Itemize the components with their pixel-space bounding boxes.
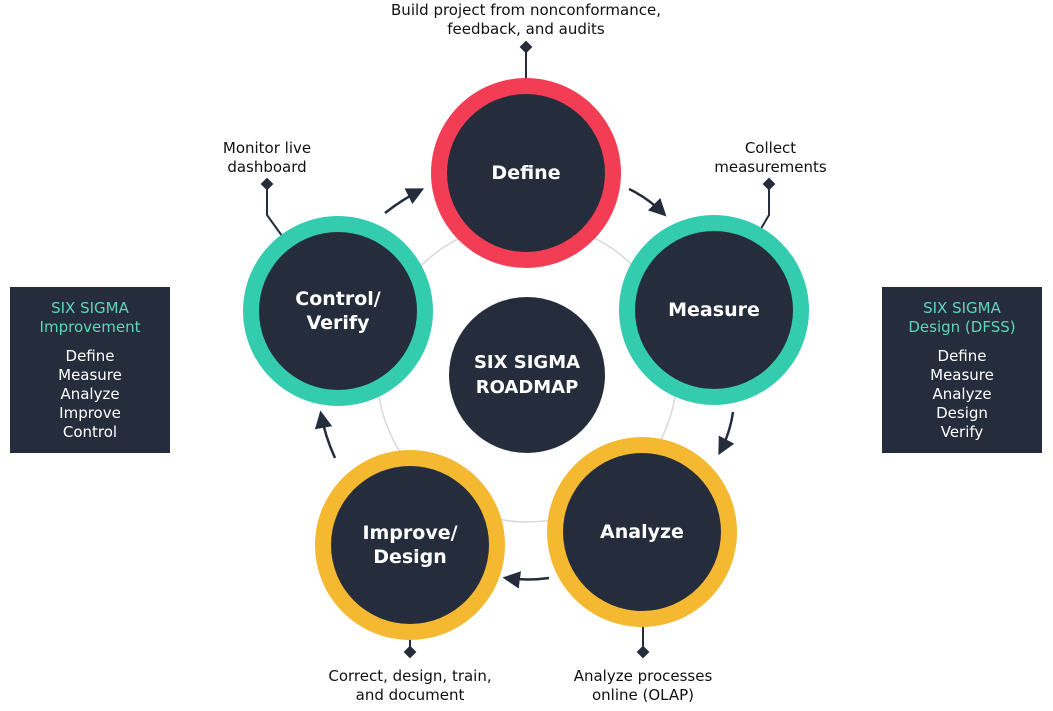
- list-item: Design: [936, 404, 988, 422]
- stage-define-label: Define: [447, 94, 605, 252]
- arrow-define-to-measure: [628, 187, 667, 217]
- stage-define: Define: [431, 78, 621, 268]
- note-analyze: Analyze processes online (OLAP): [573, 667, 713, 704]
- leader-measure-diamond: [762, 177, 776, 191]
- list-item: Analyze: [60, 385, 120, 403]
- note-control: Monitor live dashboard: [222, 139, 312, 176]
- center-hub: SIX SIGMA ROADMAP: [449, 297, 605, 453]
- list-item: Analyze: [932, 385, 992, 403]
- note-define: Build project from nonconformance, feedb…: [391, 1, 661, 38]
- stage-measure-label: Measure: [635, 231, 793, 389]
- leader-control-diamond: [260, 177, 274, 191]
- list-item: Define: [65, 347, 115, 365]
- arrow-improve-to-control: [314, 410, 337, 459]
- note-improve: Correct, design, train, and document: [328, 667, 492, 704]
- center-title-line1: SIX SIGMA: [473, 352, 581, 373]
- panel-design-title: SIX SIGMA Design (DFSS): [908, 299, 1016, 336]
- arrow-analyze-to-improve: [502, 571, 550, 589]
- stage-measure: Measure: [619, 215, 809, 405]
- list-item: Improve: [59, 404, 121, 422]
- leader-analyze-diamond: [636, 645, 650, 659]
- panel-six-sigma-improvement: SIX SIGMA Improvement Define Measure Ana…: [10, 287, 170, 453]
- list-item: Define: [937, 347, 987, 365]
- list-item: Verify: [940, 423, 984, 441]
- panel-six-sigma-design: SIX SIGMA Design (DFSS) Define Measure A…: [882, 287, 1042, 453]
- panel-improvement-title: SIX SIGMA Improvement: [39, 299, 141, 336]
- list-item: Measure: [58, 366, 122, 384]
- leader-define-diamond: [519, 40, 533, 54]
- list-item: Measure: [930, 366, 994, 384]
- note-measure: Collect measurements: [714, 139, 827, 176]
- panel-improvement-list: Define Measure Analyze Improve Control: [58, 347, 122, 442]
- arrow-control-to-define: [384, 188, 425, 214]
- stage-control-label: Control/ Verify: [259, 232, 417, 390]
- stage-improve: Improve/ Design: [315, 450, 505, 640]
- panel-design-list: Define Measure Analyze Design Verify: [930, 347, 994, 442]
- arrow-measure-to-analyze: [718, 411, 735, 456]
- leader-improve-diamond: [403, 645, 417, 659]
- center-title-line2: ROADMAP: [475, 377, 579, 398]
- list-item: Control: [62, 423, 118, 441]
- stage-analyze-label: Analyze: [563, 453, 721, 611]
- stage-improve-label: Improve/ Design: [331, 466, 489, 624]
- stage-control: Control/ Verify: [243, 216, 433, 406]
- stage-analyze: Analyze: [547, 437, 737, 627]
